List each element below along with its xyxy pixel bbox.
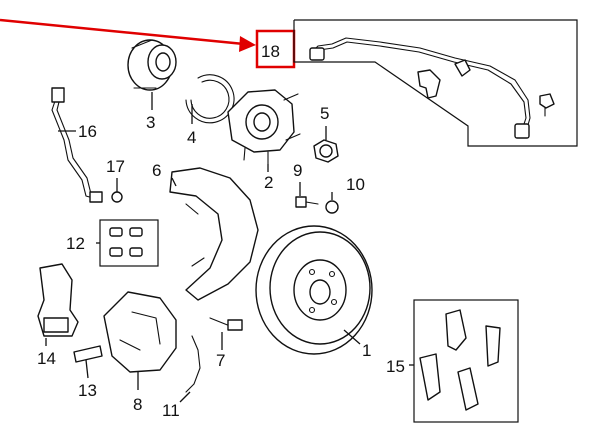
sensor-inset-panel bbox=[293, 19, 578, 147]
washer-17 bbox=[111, 191, 123, 203]
callout-12: 12 bbox=[66, 234, 85, 253]
wheel-hub bbox=[227, 89, 301, 165]
callout-4: 4 bbox=[187, 128, 196, 147]
guide-pin bbox=[73, 345, 103, 363]
brake-hose bbox=[51, 87, 103, 203]
callout-17: 17 bbox=[106, 157, 125, 176]
callout-1: 1 bbox=[362, 341, 371, 360]
callout-3: 3 bbox=[146, 113, 155, 132]
callout-8: 8 bbox=[133, 395, 142, 414]
highlight-arrow bbox=[0, 18, 256, 52]
callout-labels: 18 3 4 5 16 17 6 2 9 10 12 14 13 8 11 7 … bbox=[37, 42, 405, 420]
anti-rattle-clip bbox=[185, 335, 201, 393]
snap-ring bbox=[185, 74, 235, 124]
caliper-bracket bbox=[37, 263, 79, 337]
slide-pin bbox=[209, 317, 243, 331]
callout-15: 15 bbox=[386, 357, 405, 376]
callout-7: 7 bbox=[216, 351, 225, 370]
bearing bbox=[127, 39, 177, 91]
callout-5: 5 bbox=[320, 104, 329, 123]
callout-18: 18 bbox=[261, 42, 280, 61]
brake-caliper bbox=[103, 291, 177, 373]
callout-14: 14 bbox=[37, 349, 56, 368]
brake-pads bbox=[413, 299, 519, 423]
callout-2: 2 bbox=[264, 173, 273, 192]
callout-11: 11 bbox=[162, 401, 180, 420]
hub-nut bbox=[313, 139, 339, 163]
callout-9: 9 bbox=[293, 161, 302, 180]
callout-10: 10 bbox=[346, 175, 365, 194]
callout-16: 16 bbox=[78, 122, 97, 141]
dust-shield bbox=[169, 167, 259, 301]
leader-lines bbox=[45, 92, 414, 403]
bolt-set bbox=[99, 219, 159, 267]
callout-6: 6 bbox=[152, 161, 161, 180]
brake-rotor bbox=[255, 225, 373, 355]
callout-13: 13 bbox=[78, 381, 97, 400]
washer-10 bbox=[325, 200, 339, 214]
bolt-9 bbox=[295, 196, 319, 208]
